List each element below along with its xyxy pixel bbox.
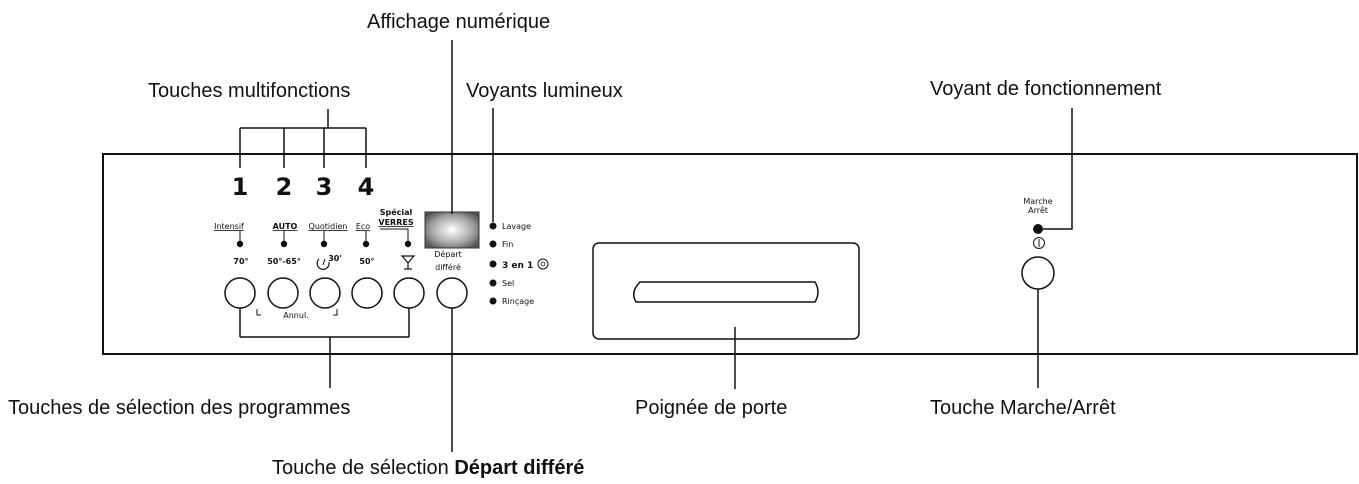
program-led-5	[404, 240, 412, 248]
indicator-led-fin	[489, 240, 497, 248]
onoff-label-line1: Marche	[1023, 197, 1052, 206]
program-button-2[interactable]	[267, 277, 299, 309]
program-led-3	[320, 240, 328, 248]
power-symbol-icon	[1033, 237, 1045, 249]
callout-program-keys: Touches de sélection des programmes	[8, 397, 351, 419]
program-led-2	[280, 240, 288, 248]
program-button-4[interactable]	[351, 277, 383, 309]
callout-multifunction-keys: Touches multifonctions	[148, 80, 351, 102]
callout-indicator-lights: Voyants lumineux	[466, 80, 623, 102]
program-button-special[interactable]	[393, 277, 425, 309]
indicator-led-sel	[489, 279, 497, 287]
program-button-1[interactable]	[224, 277, 256, 309]
callout-delay-key: Touche de sélection Départ différé	[272, 456, 584, 480]
indicator-led-3en1	[489, 260, 497, 268]
temp-30: 30'	[328, 254, 342, 263]
callout-digital-display: Affichage numérique	[367, 11, 551, 33]
indicator-label-lavage: Lavage	[502, 222, 531, 231]
onoff-button[interactable]	[1021, 256, 1055, 290]
indicator-label-sel: Sel	[502, 279, 514, 288]
onoff-label-line2: Arrêt	[1028, 205, 1048, 215]
door-handle-slot	[633, 281, 819, 303]
program-button-3[interactable]	[309, 277, 341, 309]
program-keys-bracket	[239, 308, 410, 388]
program-label-verres: VERRES	[378, 218, 413, 227]
callout-door-handle: Poignée de porte	[635, 397, 788, 419]
delay-label-line1: Départ	[434, 249, 462, 259]
program-led-1	[236, 240, 244, 248]
program-label-auto: AUTO	[273, 222, 298, 231]
program-label-quotidien: Quotidien	[309, 222, 348, 231]
temp-50: 50°	[359, 257, 374, 266]
key-number-4: 4	[358, 173, 375, 201]
indicator-label-rincage: Rinçage	[502, 297, 534, 306]
program-label-special: Spécial	[380, 207, 413, 217]
key-number-3: 3	[316, 173, 333, 201]
temp-70: 70°	[233, 257, 248, 266]
operation-led	[1033, 224, 1043, 234]
callout-delay-key-prefix: Touche de sélection	[272, 457, 455, 479]
delay-label-line2: différé	[435, 262, 461, 272]
control-panel-outline	[102, 153, 1358, 355]
program-label-intensif: Intensif	[214, 222, 244, 231]
glass-icon	[400, 255, 416, 270]
label-connectors	[239, 228, 409, 241]
indicator-led-lavage	[489, 222, 497, 230]
key-number-2: 2	[276, 173, 293, 201]
digital-display	[424, 211, 480, 249]
program-label-eco: Eco	[356, 222, 370, 231]
annul-label: Annul.	[283, 311, 308, 320]
key-number-1: 1	[232, 173, 249, 201]
indicator-led-rincage	[489, 297, 497, 305]
indicator-label-3en1: 3 en 1	[502, 261, 533, 271]
annul-bracket	[256, 309, 338, 316]
temp-50-65: 50°-65°	[267, 257, 301, 266]
multifunction-bracket	[239, 109, 367, 168]
callout-operation-light: Voyant de fonctionnement	[930, 78, 1162, 100]
callout-onoff-key: Touche Marche/Arrêt	[930, 397, 1116, 419]
indicator-label-fin: Fin	[502, 240, 513, 249]
delay-start-button[interactable]	[436, 277, 468, 309]
operation-led-leader	[1043, 108, 1073, 230]
program-led-4	[362, 240, 370, 248]
quick-30-icon	[316, 258, 330, 270]
callout-delay-key-bold: Départ différé	[454, 457, 585, 479]
tablet-icon	[537, 258, 549, 270]
